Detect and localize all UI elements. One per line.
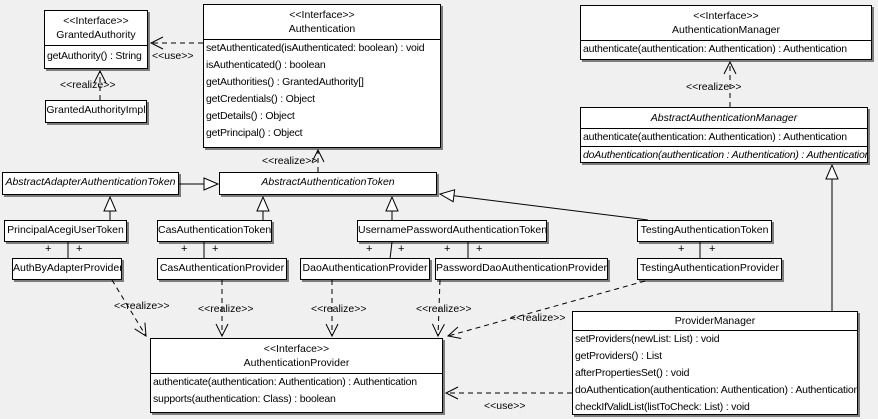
class-provider-manager[interactable]: ProviderManager setProviders(newList: Li… [572,311,858,415]
class-abstract-authentication-token[interactable]: AbstractAuthenticationToken [219,172,437,195]
class-cas-authentication-token[interactable]: CasAuthenticationToken [157,220,272,242]
class-name: AbstractAdapterAuthenticationToken [5,176,176,188]
class-name: DaoAuthenticationProvider [302,262,428,274]
multiplicity-plus: + [45,243,52,255]
class-principal-acegi-user-token[interactable]: PrincipalAcegiUserToken [4,220,127,242]
method: authenticate(authentication: Authenticat… [153,376,417,388]
class-name: TestingAuthenticationProvider [640,262,779,274]
realize-label: <<realize>> [262,155,318,167]
class-name: AbstractAuthenticationManager [650,112,798,124]
multiplicity-plus: + [212,243,219,255]
method: setAuthenticated(isAuthenticated: boolea… [206,42,425,54]
method: isAuthenticated() : boolean [206,59,326,71]
multiplicity-plus: + [181,243,188,255]
class-auth-by-adapter-provider[interactable]: AuthByAdapterProvider [12,258,122,280]
realize-label: <<realize>> [510,312,566,324]
class-name: PasswordDaoAuthenticationProvider [436,262,607,274]
class-name: UsernamePasswordAuthenticationToken [358,224,546,236]
class-cas-authentication-provider[interactable]: CasAuthenticationProvider [157,258,287,280]
multiplicity-plus: + [476,243,483,255]
method: doAuthentication(authentication : Authen… [581,146,867,164]
class-granted-authority[interactable]: <<Interface>> GrantedAuthority getAuthor… [44,10,148,69]
multiplicity-plus: + [398,243,405,255]
class-abstract-authentication-manager[interactable]: AbstractAuthenticationManager authentica… [580,107,868,163]
method: authenticate(authentication: Authenticat… [583,131,847,143]
method: checkIfValidList(listToCheck: List) : vo… [575,401,750,413]
stereotype-label: <<Interface>> [263,343,330,355]
method: afterPropertiesSet() : void [575,367,690,379]
method: getProviders() : List [575,350,662,362]
realize-label: <<realize>> [311,303,367,315]
multiplicity-plus: + [366,243,373,255]
method: getAuthorities() : GrantedAuthority[] [206,76,364,88]
class-name: AbstractAuthenticationToken [261,176,395,188]
class-password-dao-authentication-provider[interactable]: PasswordDaoAuthenticationProvider [435,258,608,280]
method: getCredentials() : Object [206,93,315,105]
realize-label: <<realize>> [60,79,116,91]
stereotype-label: <<Interface>> [63,15,129,27]
use-label: <<use>> [152,50,194,62]
stereotype-label: <<Interface>> [289,9,355,21]
class-name: GrantedAuthorityImpl [46,104,146,116]
method: supports(authentication: Class) : boolea… [153,393,336,405]
use-label: <<use>> [484,400,526,412]
class-name: Authentication [288,23,356,35]
method: getAuthority() : String [47,50,142,62]
class-name: CasAuthenticationToken [158,224,271,236]
method: getPrincipal() : Object [206,127,303,139]
class-username-password-authentication-token[interactable]: UsernamePasswordAuthenticationToken [357,220,547,242]
realize-label: <<realize>> [198,303,254,315]
method: doAuthentication(authentication: Authent… [575,384,857,396]
multiplicity-plus: + [678,243,685,255]
class-name: ProviderManager [674,315,756,327]
class-name: AuthByAdapterProvider [13,262,121,274]
class-authentication-provider[interactable]: <<Interface>> AuthenticationProvider aut… [150,338,443,413]
class-authentication-manager[interactable]: <<Interface>> AuthenticationManager auth… [580,5,872,60]
class-name: GrantedAuthority [56,29,136,41]
class-dao-authentication-provider[interactable]: DaoAuthenticationProvider [300,258,430,280]
class-name: AuthenticationProvider [243,357,350,369]
class-name: PrincipalAcegiUserToken [7,224,124,236]
multiplicity-plus: + [709,243,716,255]
association-usernametoken-daoprovider [389,241,393,260]
method: getDetails() : Object [206,110,295,122]
class-abstract-adapter-authentication-token[interactable]: AbstractAdapterAuthenticationToken [2,172,179,195]
class-granted-authority-impl[interactable]: GrantedAuthorityImpl [45,100,147,123]
realize-label: <<realize>> [416,303,472,315]
stereotype-label: <<Interface>> [693,10,759,22]
realize-label: <<realize>> [686,81,742,93]
class-name: CasAuthenticationProvider [159,262,285,274]
realize-label: <<realize>> [114,300,170,312]
method: setProviders(newList: List) : void [575,333,720,345]
class-name: TestingAuthenticationToken [640,224,769,236]
class-name: AuthenticationManager [672,24,780,36]
multiplicity-plus: + [444,243,451,255]
class-testing-authentication-provider[interactable]: TestingAuthenticationProvider [637,258,782,280]
class-testing-authentication-token[interactable]: TestingAuthenticationToken [637,220,772,242]
generalization-testing-to-abstract-token [438,189,649,221]
method: authenticate(authentication: Authenticat… [583,43,847,55]
class-authentication[interactable]: <<Interface>> Authentication setAuthenti… [203,4,441,148]
multiplicity-plus: + [76,243,83,255]
